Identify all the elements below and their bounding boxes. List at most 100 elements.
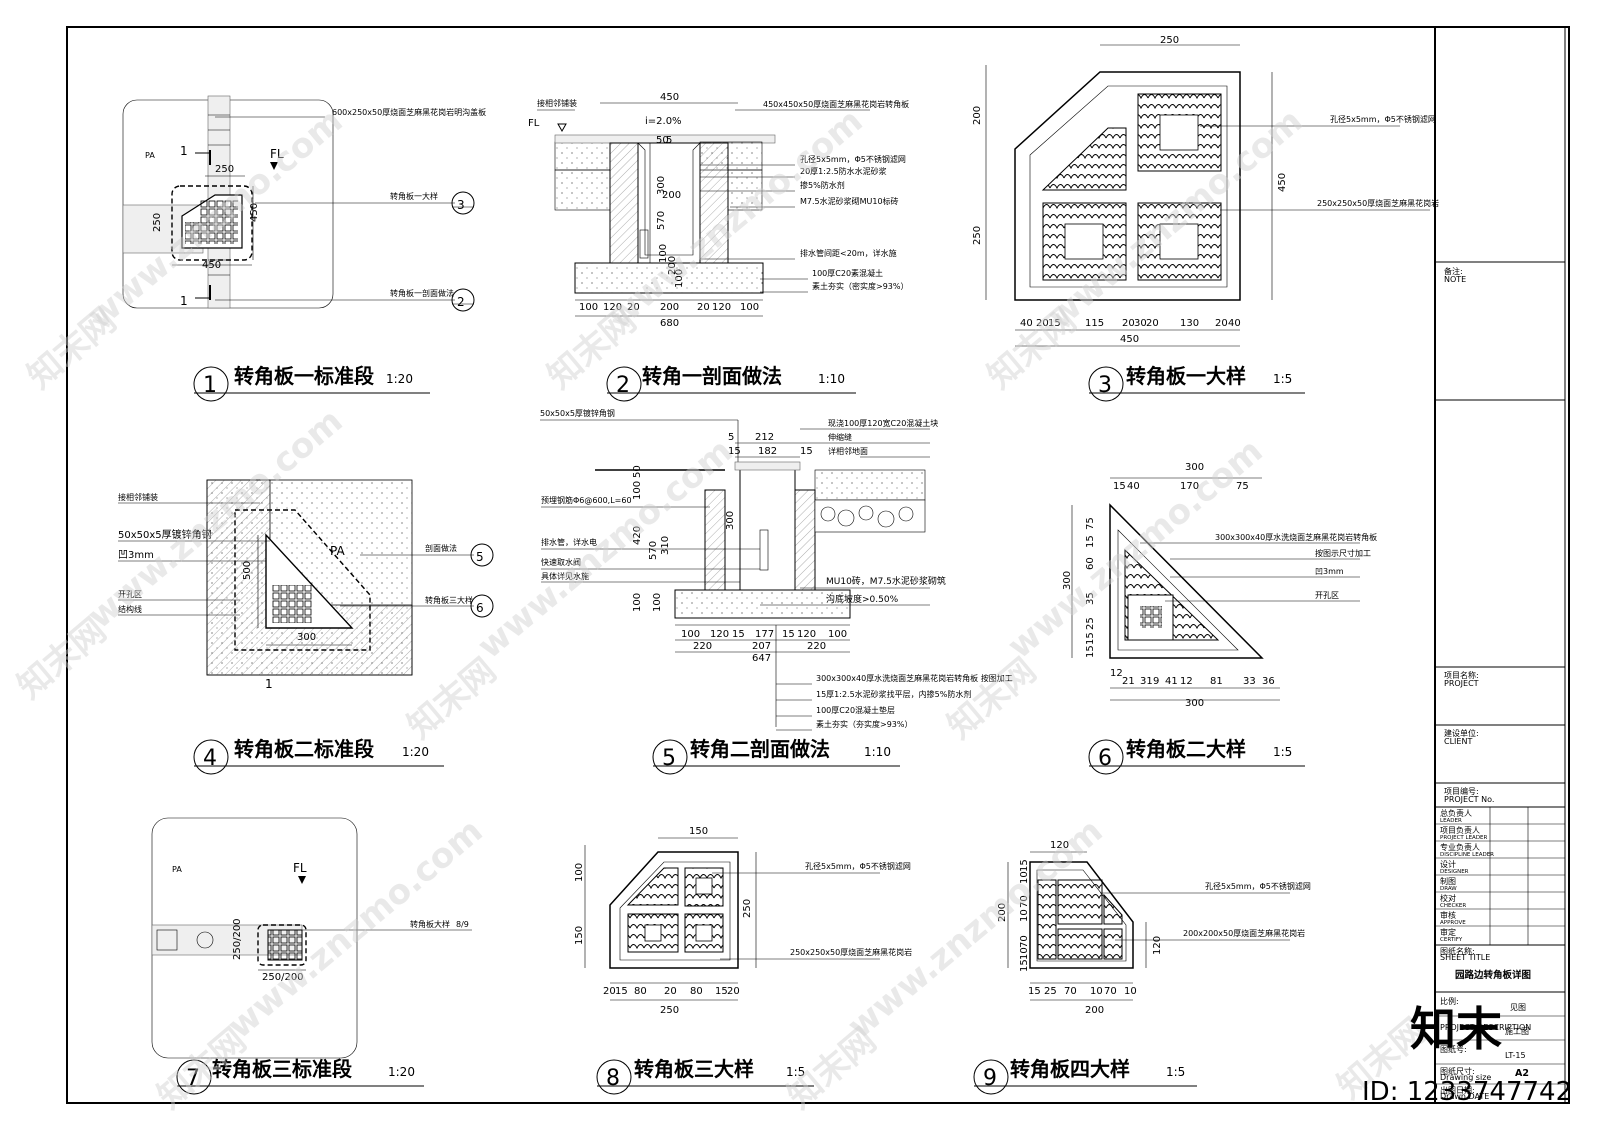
svg-text:结构线: 结构线 [118, 604, 142, 614]
svg-text:DESIGNER: DESIGNER [1440, 869, 1469, 875]
svg-text:4: 4 [203, 746, 217, 771]
svg-text:接相邻铺装: 接相邻铺装 [118, 492, 158, 502]
svg-text:备注:: 备注: [1444, 266, 1463, 276]
sheet-border [66, 26, 1570, 1104]
svg-text:75: 75 [1085, 517, 1096, 530]
svg-text:2: 2 [616, 373, 630, 398]
svg-text:80: 80 [634, 986, 647, 997]
svg-text:120: 120 [712, 302, 731, 313]
svg-text:15: 15 [1019, 859, 1030, 872]
svg-text:转角板一大样: 转角板一大样 [1126, 364, 1246, 388]
svg-text:12: 12 [1110, 668, 1123, 679]
svg-text:647: 647 [752, 653, 771, 664]
svg-text:开孔区: 开孔区 [118, 590, 142, 599]
svg-text:审核: 审核 [1440, 910, 1456, 920]
svg-text:120: 120 [603, 302, 622, 313]
detail-4-plan: PA 500 300 1 接相邻铺装 50x50x5厚镀锌角钢 凹3mm 开孔区… [118, 479, 494, 691]
svg-text:总负责人: 总负责人 [1440, 808, 1472, 818]
svg-text:快速取水阀: 快速取水阀 [541, 557, 581, 567]
svg-text:5: 5 [666, 135, 672, 146]
svg-text:300x300x40厚水洗烧面芝麻黑花岗岩转角板: 300x300x40厚水洗烧面芝麻黑花岗岩转角板 [1215, 532, 1377, 542]
svg-text:剖面做法: 剖面做法 [425, 543, 457, 553]
svg-text:15: 15 [728, 446, 741, 457]
svg-text:10: 10 [1019, 947, 1030, 960]
svg-text:450: 450 [1277, 173, 1288, 192]
svg-text:100厚C20混凝土垫层: 100厚C20混凝土垫层 [816, 705, 895, 715]
svg-text:300: 300 [1185, 698, 1204, 709]
svg-text:按图示尺寸加工: 按图示尺寸加工 [1315, 548, 1371, 558]
svg-text:250: 250 [660, 1005, 679, 1016]
svg-text:5: 5 [662, 746, 676, 771]
svg-text:450: 450 [1120, 334, 1139, 345]
svg-text:50: 50 [632, 465, 643, 478]
svg-text:8/9: 8/9 [456, 920, 469, 929]
svg-text:250: 250 [972, 226, 983, 245]
svg-text:120: 120 [1050, 840, 1069, 851]
sheet-name: 园路边转角板详图 [1455, 969, 1531, 981]
svg-text:150: 150 [689, 826, 708, 837]
svg-text:5: 5 [728, 432, 734, 443]
svg-text:100: 100 [674, 269, 685, 288]
svg-text:40: 40 [1228, 318, 1241, 329]
svg-text:450: 450 [660, 92, 679, 103]
svg-text:项目名称:: 项目名称: [1444, 670, 1479, 680]
svg-text:预埋钢筋Φ6@600,L=60: 预埋钢筋Φ6@600,L=60 [541, 495, 632, 505]
svg-text:6: 6 [1098, 746, 1112, 771]
svg-text:FL: FL [528, 118, 540, 129]
svg-text:素土夯实（夯实度>93%）: 素土夯实（夯实度>93%） [816, 719, 912, 729]
svg-text:10: 10 [1019, 909, 1030, 922]
svg-text:120: 120 [1152, 936, 1163, 955]
detail-7-plan: PA FL 250/200 250/200 转角板大样 8/9 [151, 817, 472, 1059]
pa-label: PA [145, 151, 155, 160]
svg-text:81: 81 [1210, 676, 1223, 687]
svg-text:300: 300 [725, 511, 736, 530]
svg-text:20: 20 [1122, 318, 1135, 329]
svg-text:20: 20 [727, 986, 740, 997]
svg-text:1: 1 [265, 677, 273, 691]
svg-text:300: 300 [1185, 462, 1204, 473]
svg-text:100: 100 [658, 244, 669, 263]
svg-text:300: 300 [1062, 571, 1073, 590]
svg-text:图纸名称:: 图纸名称: [1440, 946, 1475, 956]
svg-text:i=2.0%: i=2.0% [645, 116, 682, 127]
svg-text:300: 300 [656, 176, 667, 195]
svg-text:转角板四大样: 转角板四大样 [1010, 1057, 1130, 1081]
svg-text:115: 115 [1085, 318, 1104, 329]
svg-text:掺5%防水剂: 掺5%防水剂 [800, 180, 845, 190]
svg-text:31: 31 [1140, 676, 1153, 687]
svg-text:15: 15 [615, 986, 628, 997]
svg-text:1:20: 1:20 [386, 372, 413, 386]
svg-text:15: 15 [732, 629, 745, 640]
svg-text:项目编号:: 项目编号: [1444, 786, 1479, 796]
svg-text:转角板三大样: 转角板三大样 [425, 595, 473, 605]
svg-text:PA: PA [172, 865, 182, 874]
svg-text:250: 250 [152, 213, 163, 232]
title-block: 备注: NOTE 项目名称: PROJECT 建设单位: CLIENT 项目编号… [1435, 261, 1565, 1101]
svg-text:15厚1:2.5水泥砂浆找平层，内掺5%防水剂: 15厚1:2.5水泥砂浆找平层，内掺5%防水剂 [816, 689, 971, 699]
svg-text:100: 100 [632, 593, 643, 612]
svg-text:570: 570 [648, 541, 659, 560]
svg-text:15: 15 [1085, 632, 1096, 645]
svg-text:1:20: 1:20 [388, 1065, 415, 1079]
d1-note-cover: 600x250x50厚烧面芝麻黑花岗岩明沟盖板 [332, 107, 486, 117]
svg-text:现浇100厚120宽C20混凝土块: 现浇100厚120宽C20混凝土块 [828, 418, 938, 428]
svg-text:20: 20 [1146, 318, 1159, 329]
svg-text:75: 75 [1236, 481, 1249, 492]
svg-text:转角二剖面做法: 转角二剖面做法 [690, 737, 830, 761]
svg-text:1:10: 1:10 [818, 372, 845, 386]
svg-text:20: 20 [1036, 318, 1049, 329]
svg-text:20: 20 [603, 986, 616, 997]
svg-text:40: 40 [1020, 318, 1033, 329]
svg-text:具体详见水施: 具体详见水施 [541, 571, 589, 581]
svg-text:10: 10 [1124, 986, 1137, 997]
svg-text:10: 10 [1019, 871, 1030, 884]
svg-text:100: 100 [828, 629, 847, 640]
